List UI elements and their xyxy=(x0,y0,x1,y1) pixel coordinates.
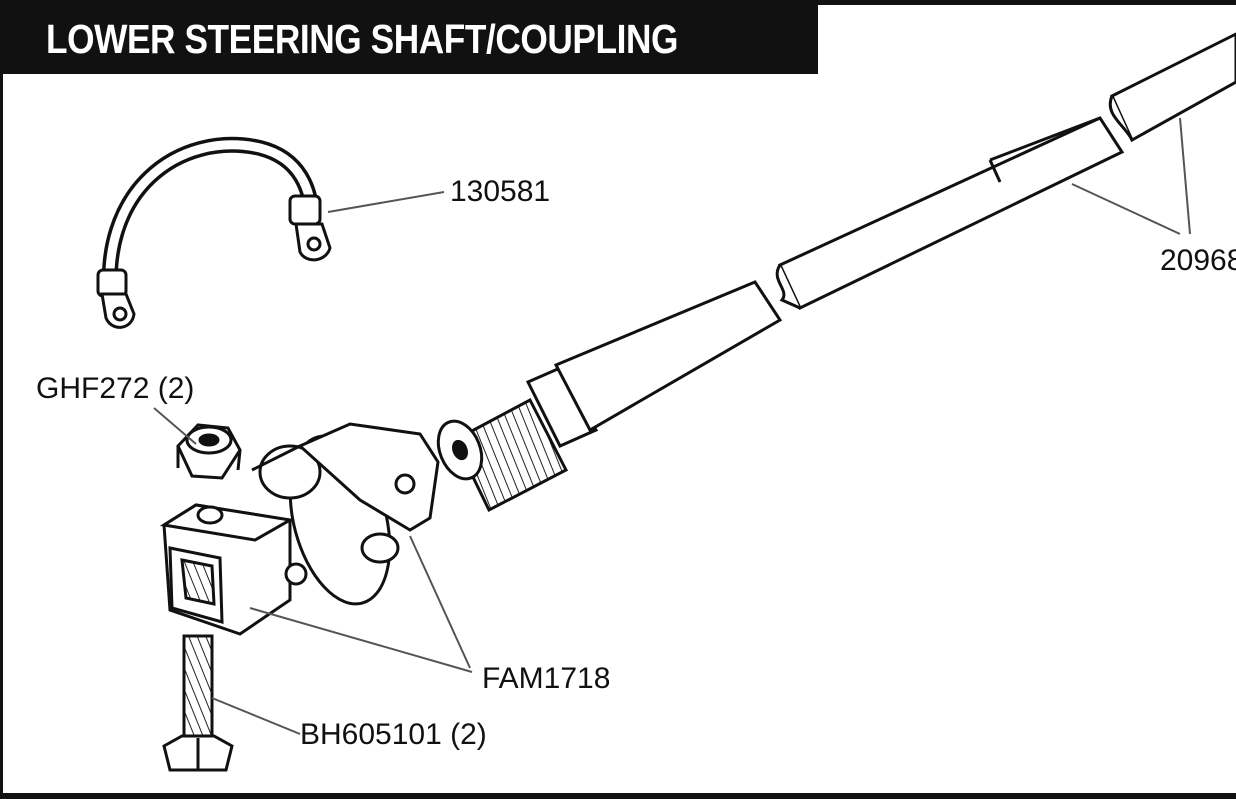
bolt-part-label: BH605101 (2) xyxy=(300,718,487,751)
title-bar: LOWER STEERING SHAFT/COUPLING xyxy=(0,0,818,74)
strap-part-label: 130581 xyxy=(450,175,551,208)
shaft-part-label: 20968 xyxy=(1160,244,1236,277)
leader-lines xyxy=(153,117,1191,735)
nut-part xyxy=(176,423,242,480)
bolt-part xyxy=(162,634,234,772)
coupling-part xyxy=(159,422,440,636)
coupling-part-label: FAM1718 xyxy=(482,662,611,695)
ground-strap-part xyxy=(96,136,332,329)
steering-shaft-part xyxy=(436,32,1236,513)
nut-part-label: GHF272 (2) xyxy=(36,372,195,405)
page-title: LOWER STEERING SHAFT/COUPLING xyxy=(46,16,679,62)
